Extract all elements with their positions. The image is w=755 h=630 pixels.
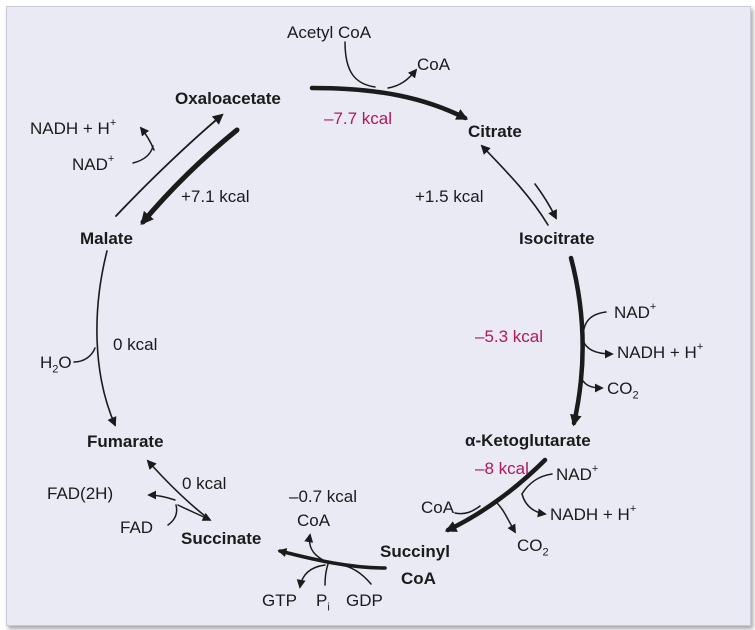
label-succinyl-1: Succinyl: [380, 542, 450, 561]
h2o-base: H: [40, 353, 53, 372]
co2-isocitrate-sub: 2: [632, 389, 639, 402]
arrow-ketoglutarate-succinyl: [444, 457, 548, 533]
energy-malate-dh: +7.1 kcal: [181, 187, 250, 206]
arrow-coa-out: [387, 68, 418, 89]
nadh-isocitrate-base: NADH + H: [617, 343, 697, 362]
energy-succinyl-coa-synthetase: –0.7 kcal: [289, 487, 358, 506]
label-h2o: H2O: [40, 353, 72, 375]
nad-kg-sup: +: [591, 463, 599, 476]
arrow-acetyl-coa-in: [344, 41, 376, 88]
energy-isocitrate-dh: –5.3 kcal: [475, 327, 544, 346]
arrow-succinate-down: [177, 504, 212, 521]
label-acetyl-coa: Acetyl CoA: [287, 23, 372, 42]
label-fad2h: FAD(2H): [47, 484, 114, 503]
nadh-malate-sup: +: [109, 117, 117, 130]
co2-kg-sub: 2: [542, 546, 549, 559]
energy-ketoglutarate-dh: –8 kcal: [475, 459, 529, 478]
label-succinyl-2: CoA: [401, 569, 436, 588]
label-ketoglutarate: α-Ketoglutarate: [465, 432, 591, 449]
label-gtp: GTP: [262, 591, 297, 610]
label-isocitrate: Isocitrate: [519, 229, 595, 248]
co2-isocitrate-base: CO: [607, 379, 633, 398]
label-citrate: Citrate: [468, 122, 522, 141]
label-coa-kg: CoA: [421, 498, 455, 517]
label-nadh-isocitrate: NADH + H+: [617, 341, 704, 362]
nad-kg-base: NAD: [556, 465, 592, 484]
label-coa-out-citrate: CoA: [417, 55, 451, 74]
label-nad-malate: NAD+: [72, 153, 115, 174]
label-nad-isocitrate: NAD+: [614, 301, 657, 322]
arrow-pi-in: [324, 563, 329, 586]
arrow-gtp-out: [296, 564, 326, 589]
label-malate: Malate: [80, 229, 133, 248]
energy-aconitase: +1.5 kcal: [415, 187, 484, 206]
label-fad: FAD: [120, 518, 154, 537]
ketoglutarate-text: -Ketoglutarate: [475, 431, 591, 450]
arrow-nad-in-malate: [132, 145, 154, 164]
arrow-co2-out-kg: [496, 502, 516, 534]
arrow-oxaloacetate-citrate: [309, 85, 469, 121]
nad-malate-base: NAD: [72, 155, 108, 174]
alpha-symbol: α: [465, 431, 476, 450]
arrow-coa-out-succinyl: [304, 533, 324, 561]
arrow-isocitrate-ketoglutarate: [568, 255, 585, 427]
nad-isocitrate-sup: +: [649, 301, 657, 314]
arrow-citrate-isocitrate: [534, 183, 557, 220]
arrow-gdp-in: [339, 564, 372, 585]
arrow-nad-in-kg: [521, 473, 553, 495]
nadh-isocitrate-sup: +: [696, 341, 704, 354]
label-nadh-malate: NADH + H+: [30, 117, 117, 138]
arrow-nadh-out-malate: [139, 126, 155, 151]
label-pi: Pi: [316, 591, 330, 613]
arrow-fad2h-out: [147, 490, 176, 501]
nad-malate-sup: +: [107, 153, 115, 166]
arrow-oxaloacetate-malate: [140, 127, 240, 225]
arrow-co2-out-isocitrate: [580, 377, 604, 393]
arrow-malate-fumarate: [96, 250, 117, 427]
h2o-end: O: [58, 353, 72, 372]
label-succinate: Succinate: [181, 529, 262, 548]
label-fumarate: Fumarate: [87, 432, 164, 451]
arrow-fad-in: [167, 504, 178, 526]
label-co2-kg: CO2: [517, 536, 549, 558]
arrow-h2o-in: [73, 347, 96, 363]
energy-fumarase: 0 kcal: [113, 335, 158, 354]
label-co2-isocitrate: CO2: [607, 379, 639, 401]
diagram-panel: [6, 6, 751, 626]
label-gdp: GDP: [346, 591, 383, 610]
label-oxaloacetate: Oxaloacetate: [175, 89, 281, 108]
h2o-sub: 2: [52, 363, 59, 376]
arrow-nad-in-isocitrate: [582, 311, 607, 339]
label-nadh-kg: NADH + H+: [550, 503, 637, 524]
arrow-succinyl-succinate: [277, 548, 387, 570]
arrow-succinate-fumarate: [146, 459, 206, 517]
nad-isocitrate-base: NAD: [614, 303, 650, 322]
label-nad-kg: NAD+: [556, 463, 599, 484]
arrow-malate-oxaloacetate: [115, 113, 224, 217]
arrow-nadh-out-kg: [521, 493, 547, 518]
energy-citrate-synthase: –7.7 kcal: [324, 109, 393, 128]
pi-base: P: [316, 591, 328, 610]
pi-sub: i: [327, 601, 330, 614]
nadh-kg-base: NADH + H: [550, 505, 630, 524]
nadh-malate-base: NADH + H: [30, 119, 110, 138]
arrow-isocitrate-citrate: [480, 144, 549, 226]
energy-succinate-dh: 0 kcal: [182, 474, 227, 493]
label-coa-succinyl: CoA: [297, 511, 331, 530]
arrow-nadh-out-isocitrate: [582, 339, 614, 359]
arrow-coa-in-kg: [454, 505, 481, 515]
nadh-kg-sup: +: [629, 503, 637, 516]
co2-kg-base: CO: [517, 536, 543, 555]
